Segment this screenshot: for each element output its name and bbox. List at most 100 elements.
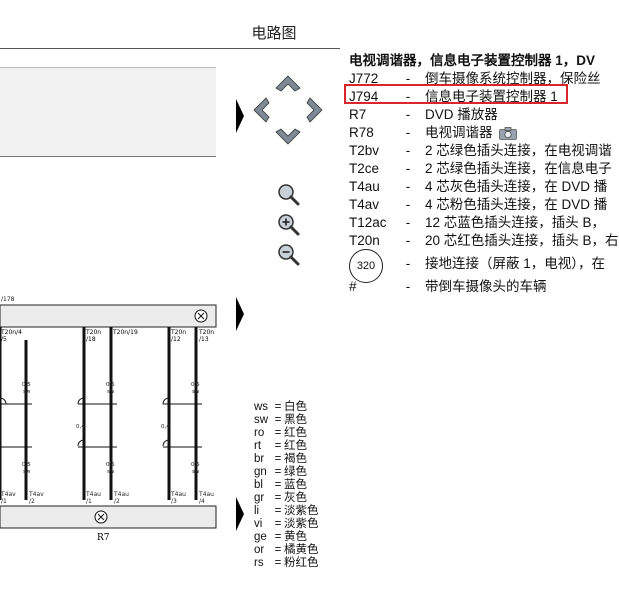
legend-desc: 12 芯蓝色插头连接，插头 B， (425, 215, 606, 230)
color-name: 粉红色 (284, 557, 319, 569)
color-code: gn (254, 466, 267, 478)
ground-symbol-bottom-icon (94, 510, 108, 524)
title-divider (0, 48, 340, 49)
page-title: 电路图 (251, 24, 297, 42)
color-name: 红色 (284, 427, 307, 439)
ground-symbol-top-icon (194, 309, 208, 323)
legend-code: # (349, 279, 357, 294)
pan-left-icon[interactable] (253, 97, 270, 123)
color-code: sw (254, 414, 269, 426)
legend-row-ground-320[interactable]: 320 - 接地连接（屏蔽 1，电视），在 (349, 249, 605, 283)
ground-point-icon: 320 (349, 249, 383, 283)
nav-arrow-top-icon[interactable] (236, 99, 244, 133)
color-code-row: rs=粉红色 (254, 557, 319, 570)
wire-color-label: sw (23, 389, 31, 395)
legend-row-r7[interactable]: R7 - DVD 播放器 (349, 106, 604, 124)
color-code-row: rt=红色 (254, 440, 319, 453)
legend-dash: - (405, 279, 411, 294)
color-name: 淡紫色 (284, 518, 319, 530)
pan-right-icon[interactable] (306, 97, 323, 123)
color-equals: = (274, 427, 282, 439)
legend-code: T2ce (349, 161, 380, 176)
legend-code: T4av (349, 197, 380, 212)
wire-gauge-label: 0,5 (191, 462, 200, 468)
connector-label: T4au (85, 491, 101, 498)
color-code: br (254, 453, 265, 465)
legend-code: T4au (349, 179, 380, 194)
wire-gauge-label: 0,5 (106, 382, 115, 388)
legend-code: J772 (349, 71, 379, 86)
color-code-row: or =橘黄色 (254, 544, 319, 557)
legend-row-t4av[interactable]: T4av - 4 芯粉色插头连接，在 DVD 播 (349, 196, 607, 214)
color-code-row: ro =红色 (254, 427, 319, 440)
color-name: 红色 (284, 440, 307, 452)
legend-row-t20n[interactable]: T20n - 20 芯红色插头连接，插头 B，右 (349, 232, 619, 250)
zoom-in-icon[interactable] (276, 212, 300, 236)
pan-down-icon[interactable] (275, 128, 301, 145)
legend-row-t2ce[interactable]: T2ce - 2 芯绿色插头连接，在信息电子 (349, 160, 612, 178)
color-code-row: sw=黑色 (254, 414, 319, 427)
legend-dash: - (405, 107, 411, 122)
color-name: 黑色 (284, 414, 307, 426)
legend-desc: 带倒车摄像头的车辆 (425, 279, 547, 294)
connector-label: T20n/19 (112, 329, 138, 336)
legend-row-t4au[interactable]: T4au - 4 芯灰色插头连接，在 DVD 播 (349, 178, 608, 196)
legend-row-t2bv[interactable]: T2bv - 2 芯绿色插头连接，在电视调谐 (349, 142, 612, 160)
nav-arrow-middle-icon[interactable] (236, 297, 244, 331)
color-code: or (254, 544, 265, 556)
color-name: 褐色 (284, 453, 307, 465)
pin-label: /1 (86, 498, 92, 505)
zoom-fit-icon[interactable] (276, 182, 300, 206)
pin-label: /3 (171, 498, 177, 505)
control-unit-bar (0, 304, 217, 328)
color-equals: = (274, 492, 282, 504)
legend-heading: 电视调谐器，信息电子装置控制器 1，DV (349, 53, 596, 68)
color-equals: = (274, 401, 282, 413)
legend-row-hash[interactable]: # - 带倒车摄像头的车辆 (349, 278, 604, 296)
color-equals: = (274, 479, 282, 491)
wire-color-label: sw (107, 469, 115, 475)
legend-code: J794 (349, 89, 379, 104)
color-name: 橘黄色 (284, 544, 319, 556)
color-code-row: gn=绿色 (254, 466, 319, 479)
nav-arrow-bottom-icon[interactable] (236, 497, 244, 531)
color-name: 白色 (284, 401, 307, 413)
legend-code: T2bv (349, 143, 380, 158)
wire-color-label: sw (23, 469, 31, 475)
camera-icon[interactable] (498, 126, 517, 140)
legend-dash: - (405, 71, 411, 86)
color-code: vi (254, 518, 263, 530)
color-code: ws (254, 401, 269, 413)
pin-label: /2 (114, 498, 120, 505)
pin-label: /1 (1, 498, 7, 505)
color-code-row: vi=淡紫色 (254, 518, 319, 531)
wiring-diagram[interactable]: /178 T20n/4 T20n T20n/19 T20n T20n /5 /1… (0, 290, 232, 550)
color-code: ro (254, 427, 265, 439)
wire-gauge-label: 0,4 (76, 424, 85, 430)
legend-row-j772[interactable]: J772 - 倒车摄像系统控制器，保险丝 (349, 70, 604, 88)
legend-code: T12ac (349, 215, 387, 230)
zoom-out-icon[interactable] (276, 242, 300, 266)
color-equals: = (274, 544, 282, 556)
legend-desc: 2 芯绿色插头连接，在电视调谐 (425, 143, 612, 158)
dvd-player-bar (0, 505, 217, 529)
legend-row-t12ac[interactable]: T12ac - 12 芯蓝色插头连接，插头 B， (349, 214, 606, 232)
connector-label: T4av (0, 491, 16, 498)
pan-up-icon[interactable] (275, 75, 301, 92)
connector-label: T20n (170, 329, 186, 336)
wire-set (0, 327, 198, 500)
connector-label: T4au (113, 491, 129, 498)
wire-gauge-label: 0,5 (191, 382, 200, 388)
wire-gauge-label: 0,5 (106, 462, 115, 468)
pin-label: /12 (171, 336, 181, 343)
wire-color-label: sw (107, 389, 115, 395)
pin-label: /4 (199, 498, 205, 505)
legend-row-r78[interactable]: R78 - 电视调谐器 (349, 124, 604, 142)
color-code: ge (254, 531, 267, 543)
color-equals: = (274, 557, 282, 569)
color-name: 淡紫色 (284, 505, 319, 517)
legend-desc: DVD 播放器 (425, 107, 498, 122)
legend-desc: 4 芯灰色插头连接，在 DVD 播 (425, 179, 608, 194)
legend-row-j794[interactable]: J794 - 信息电子装置控制器 1 (349, 88, 604, 106)
legend-dash: - (405, 89, 411, 104)
